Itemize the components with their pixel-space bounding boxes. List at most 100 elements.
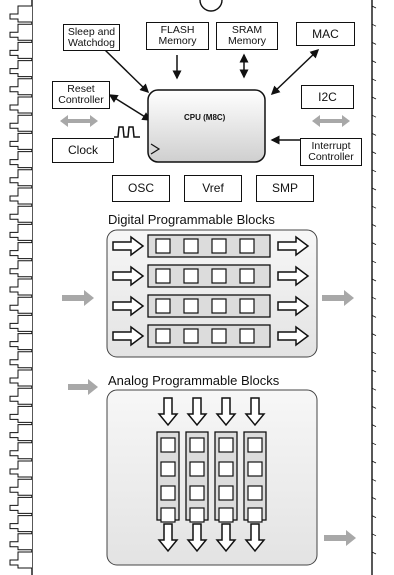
digital-block-cell [155, 238, 171, 254]
flow-arrow [244, 397, 266, 427]
digital-block-cell [155, 298, 171, 314]
pin [9, 5, 32, 23]
analog-block-columns [156, 397, 267, 553]
pin [9, 60, 32, 78]
pin [9, 369, 32, 387]
pin [9, 424, 32, 442]
cpu-connections [104, 48, 320, 145]
flow-arrow [215, 397, 237, 427]
flow-arrow [157, 523, 179, 553]
pin [9, 23, 32, 41]
digital-block-cell [183, 328, 199, 344]
flow-arrow [277, 265, 310, 287]
analog-panel [106, 389, 318, 566]
digital-block-cell [239, 328, 255, 344]
pin [9, 242, 32, 260]
analog-block-cell [247, 461, 263, 477]
sleep-watchdog-block: Sleep and Watchdog [63, 24, 120, 51]
pin [9, 515, 32, 533]
pin [9, 296, 32, 314]
digital-block-cell [211, 328, 227, 344]
pin [371, 205, 377, 209]
pin [371, 533, 377, 537]
pin [9, 260, 32, 278]
analog-block-cell [160, 437, 176, 453]
pin [371, 296, 377, 300]
pin [9, 551, 32, 569]
pin [9, 187, 32, 205]
pin [9, 278, 32, 296]
digital-block-rows [112, 234, 310, 348]
digital-block-cell [155, 328, 171, 344]
analog-block-cell [247, 507, 263, 523]
flow-arrow [186, 397, 208, 427]
digital-block-cell [183, 298, 199, 314]
analog-block-cell [160, 485, 176, 501]
digital-block-cell [239, 298, 255, 314]
pin [9, 460, 32, 478]
digital-block-cell [239, 238, 255, 254]
digital-block-cell [183, 238, 199, 254]
pin [371, 187, 377, 191]
pin [371, 369, 377, 373]
vref-block: Vref [184, 175, 242, 202]
pin [371, 387, 377, 391]
smp-block: SMP [256, 175, 314, 202]
pin [371, 333, 377, 336]
pin [371, 260, 377, 264]
digital-block-cell [155, 268, 171, 284]
pin [9, 478, 32, 496]
analog-block-cell [247, 437, 263, 453]
pin [371, 151, 377, 154]
flow-arrow [277, 295, 310, 317]
flow-arrow [112, 265, 145, 287]
clock-block: Clock [52, 138, 114, 163]
cpu-block [147, 89, 266, 163]
pin [371, 60, 377, 63]
pin [371, 224, 377, 227]
analog-block-cell [189, 437, 205, 453]
pin [371, 169, 377, 173]
digital-block-cell [239, 268, 255, 284]
side-arrows [62, 290, 356, 546]
pin [371, 515, 377, 518]
pin [9, 223, 32, 241]
pin [371, 442, 377, 446]
mac-block: MAC [296, 22, 355, 46]
pin [371, 497, 377, 500]
analog-block-cell [218, 507, 234, 523]
analog-block-cell [160, 461, 176, 477]
pin [371, 23, 377, 27]
pin [9, 114, 32, 132]
osc-block: OSC [112, 175, 170, 202]
pin [371, 133, 377, 136]
pin [9, 96, 32, 114]
interrupt-controller-block: Interrupt Controller [300, 138, 362, 166]
flow-arrow [157, 397, 179, 427]
digital-block-cell [183, 268, 199, 284]
flow-arrow [112, 235, 145, 257]
left-pin-row [9, 5, 32, 569]
i2c-block: I2C [301, 85, 354, 109]
pin [9, 333, 32, 351]
analog-block-cell [218, 461, 234, 477]
flow-arrow [277, 325, 310, 347]
flow-arrow [112, 295, 145, 317]
pin [9, 351, 32, 369]
pin [9, 151, 32, 169]
pin [9, 205, 32, 223]
analog-block-cell [247, 485, 263, 501]
cpu-label: CPU (M8C) [184, 113, 226, 122]
pin [371, 315, 377, 318]
analog-blocks-title: Analog Programmable Blocks [108, 373, 280, 388]
pin [371, 242, 377, 245]
flash-memory-block: FLASH Memory [146, 22, 209, 50]
right-pin-row [371, 5, 377, 555]
reset-controller-block: Reset Controller [52, 81, 110, 109]
pin [9, 405, 32, 423]
pin [371, 96, 377, 100]
analog-block-cell [160, 507, 176, 523]
pin [371, 478, 377, 482]
